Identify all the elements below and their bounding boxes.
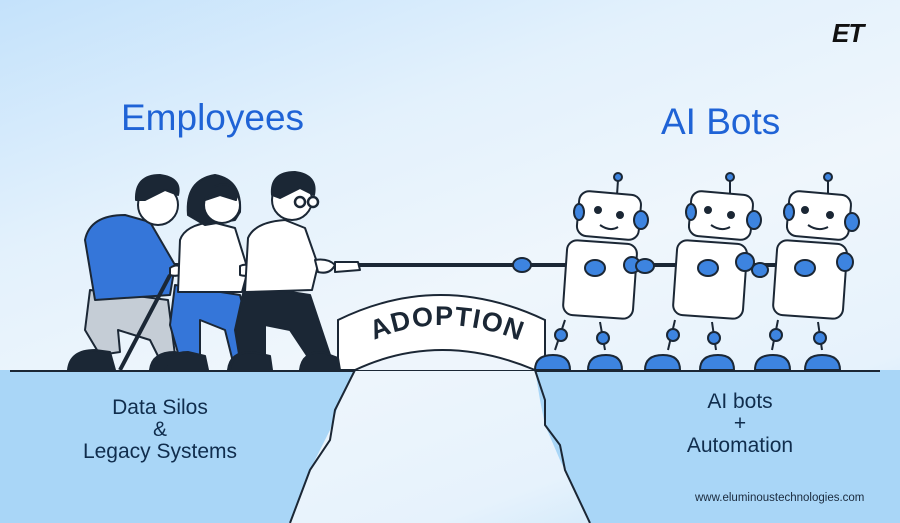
label-data-silos: Data Silos & Legacy Systems	[50, 397, 270, 463]
title-ai-bots: AI Bots	[661, 101, 781, 142]
title-employees: Employees	[121, 97, 305, 138]
label-left-line2: &	[152, 418, 167, 441]
robot-3	[751, 172, 860, 371]
label-right-line2: +	[733, 412, 747, 435]
employee-woman-white-top	[164, 174, 271, 371]
website-url: www.eluminoustechnologies.com	[695, 492, 865, 504]
label-ai-automation: AI bots + Automation	[640, 391, 840, 457]
robot-2	[635, 172, 762, 371]
adoption-sign	[337, 294, 546, 371]
robot-1	[512, 172, 649, 371]
right-cliff	[535, 370, 900, 523]
label-left-line1: Data Silos	[112, 396, 208, 419]
label-right-line3: Automation	[686, 434, 794, 457]
adoption-text: ADOPTION	[365, 301, 527, 347]
svg-text:ADOPTION: ADOPTION	[365, 301, 528, 347]
employee-man-glasses	[229, 171, 361, 371]
label-left-line3: Legacy Systems	[82, 440, 238, 463]
label-right-line1: AI bots	[707, 390, 773, 413]
logo: ET	[832, 18, 864, 48]
left-cliff	[0, 370, 355, 523]
